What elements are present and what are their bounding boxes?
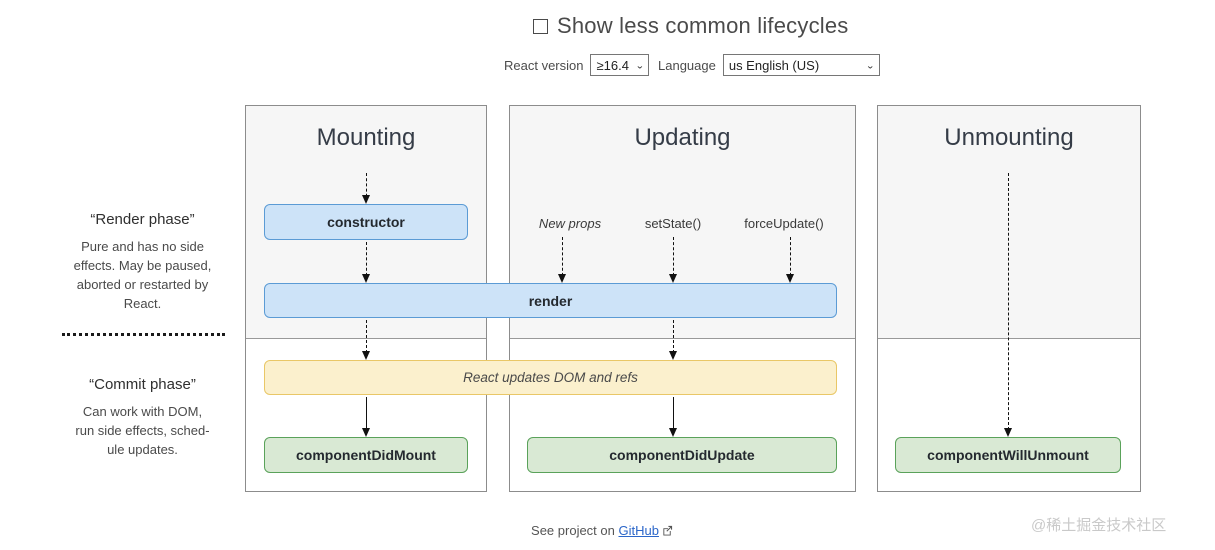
arrow-forceupdate-to-render (786, 237, 794, 283)
mounting-title: Mounting (316, 124, 416, 151)
unmounting-title: Unmounting (944, 124, 1074, 151)
arrow-domupdate-to-didmount (362, 397, 370, 437)
page-title-label: Show less common lifecycles (557, 13, 849, 38)
language-value: us English (US) (728, 57, 820, 73)
react-version-control: React version ≥16.4 ⌄ (504, 54, 650, 76)
unmounting-render-zone (878, 106, 1140, 339)
updating-title: Updating (634, 124, 731, 151)
commit-phase-description: Can work with DOM, run side effects, sch… (75, 404, 210, 457)
arrow-domupdate-to-didupdate (669, 397, 677, 437)
github-link[interactable]: GitHub (618, 523, 659, 538)
language-control: Language us English (US) ⌄ (658, 54, 880, 76)
show-less-checkbox[interactable] (533, 18, 548, 34)
react-version-label: React version (504, 57, 584, 73)
external-link-icon (662, 524, 673, 539)
arrow-render-to-domupdate-updating (669, 320, 677, 360)
commit-phase-title: “Commit phase” (89, 376, 196, 393)
componentdidmount-box[interactable]: componentDidMount (264, 437, 468, 473)
forceupdate-label: forceUpdate() (744, 216, 824, 231)
chevron-down-icon: ⌄ (865, 60, 875, 71)
arrow-unmounting-to-willunmount (1004, 173, 1012, 437)
render-box[interactable]: render (264, 283, 837, 318)
chevron-down-icon: ⌄ (635, 60, 645, 71)
componentwillunmount-box[interactable]: componentWillUnmount (895, 437, 1121, 473)
unmounting-column: Unmounting (877, 105, 1141, 492)
react-version-select[interactable]: ≥16.4 ⌄ (590, 54, 650, 76)
new-props-label: New props (538, 216, 602, 231)
render-phase-title: “Render phase” (90, 211, 195, 228)
page-title: Show less common lifecycles (533, 13, 849, 39)
constructor-box[interactable]: constructor (264, 204, 468, 240)
arrow-mounting-to-constructor (362, 173, 370, 204)
arrow-constructor-to-render (362, 242, 370, 283)
arrow-render-to-domupdate-mounting (362, 320, 370, 360)
render-phase-description: Pure and has no side effects. May be pau… (73, 239, 212, 311)
react-version-value: ≥16.4 (596, 57, 629, 73)
arrow-setstate-to-render (669, 237, 677, 283)
react-updates-dom-box: React updates DOM and refs (264, 360, 837, 395)
arrow-newprops-to-render (558, 237, 566, 283)
footer-text: See project on (531, 523, 619, 538)
language-select[interactable]: us English (US) ⌄ (722, 54, 880, 76)
phase-divider (62, 333, 225, 336)
footer: See project on GitHub (452, 523, 752, 539)
language-label: Language (658, 57, 716, 73)
componentdidupdate-box[interactable]: componentDidUpdate (527, 437, 837, 473)
setstate-label: setState() (644, 216, 702, 231)
watermark: @稀土掘金技术社区 (1031, 517, 1167, 534)
